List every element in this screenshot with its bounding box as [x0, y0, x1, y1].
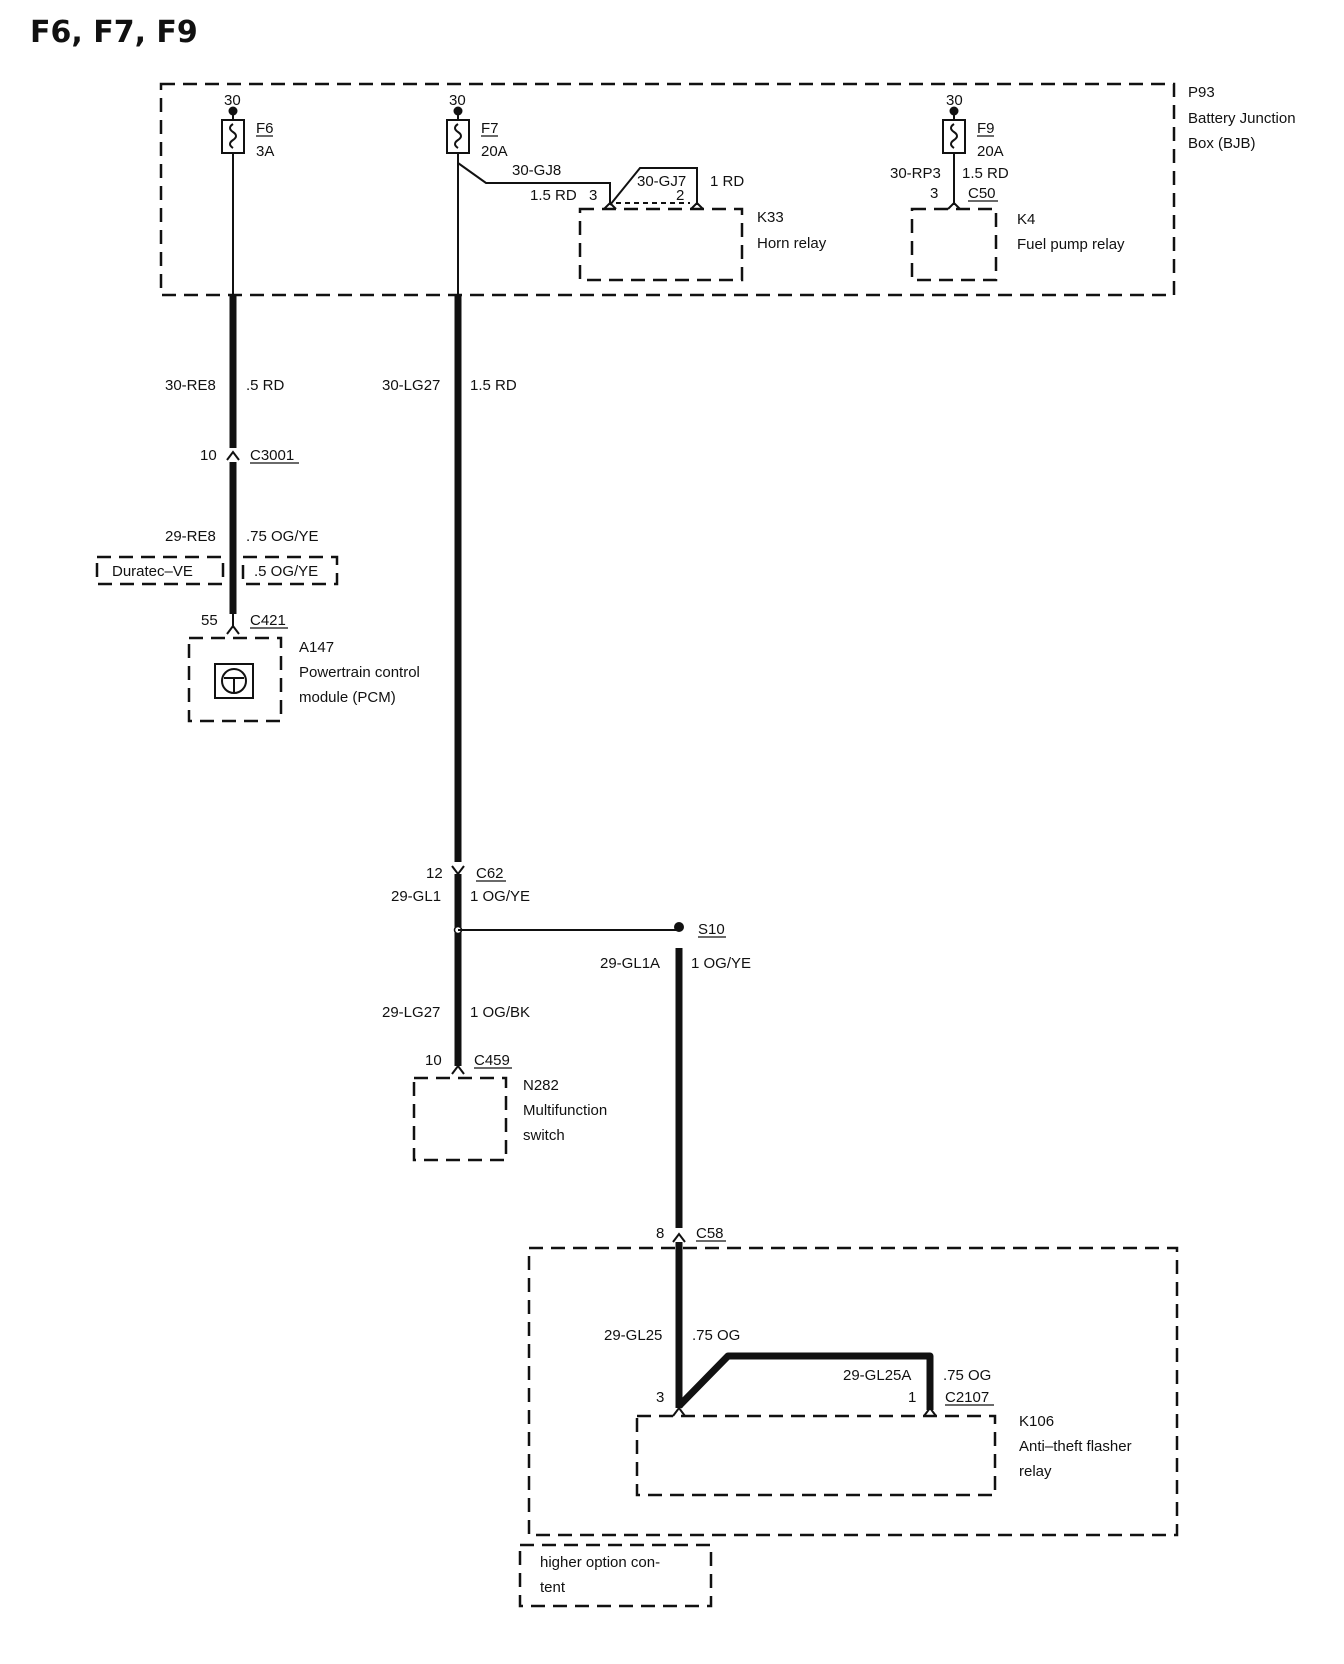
fuse-f7-rating: 20A	[481, 143, 508, 160]
pcm-module-id: A147	[299, 639, 334, 656]
splice-s10: S10	[698, 921, 725, 938]
horn-wire-in: 30-GJ8	[512, 162, 561, 179]
pcm-connector: C421	[250, 612, 286, 629]
flasher-wire1-spec: 1 OG/YE	[691, 955, 751, 972]
fuel-pump-connector: C50	[968, 185, 996, 202]
flasher-relay-conn: C2107	[945, 1389, 989, 1406]
horn-wire-out-spec: 1 RD	[710, 173, 744, 190]
horn-relay-id: K33	[757, 209, 784, 226]
flasher-wire3: 29-GL25A	[843, 1367, 911, 1384]
flasher-conn-pin: 8	[656, 1225, 664, 1242]
bjb-name-line1: Battery Junction	[1188, 110, 1296, 127]
f7-conn: C62	[476, 865, 504, 882]
horn-relay-box	[578, 207, 744, 282]
fuse-f9-terminal: 30	[946, 92, 963, 109]
f7-conn-pin: 12	[426, 865, 443, 882]
pcm-module-box	[187, 636, 283, 723]
pcm-branch: 30-RE8 .5 RD 10 C3001 29-RE8 .75 OG/YE D…	[95, 295, 339, 635]
f7-wire2: 29-GL1	[391, 888, 441, 905]
fuel-pump-wire-spec: 1.5 RD	[962, 165, 1009, 182]
horn-relay-name: Horn relay	[757, 235, 827, 252]
flasher-relay-line2: relay	[1019, 1463, 1052, 1480]
flasher-relay-line1: Anti–theft flasher	[1019, 1438, 1132, 1455]
horn-wire-out: 30-GJ7	[637, 173, 686, 190]
pcm-module-line1: Powertrain control	[299, 664, 420, 681]
fuse-f7-terminal: 30	[449, 92, 466, 109]
pcm-pin: 55	[201, 612, 218, 629]
switch-conn: C459	[474, 1052, 510, 1069]
flasher-wire2: 29-GL25	[604, 1327, 662, 1344]
diagram-title: F6, F7, F9	[30, 15, 198, 50]
pcm-conn1-pin: 10	[200, 447, 217, 464]
horn-pin-in: 3	[589, 187, 597, 204]
fuse-f6-terminal: 30	[224, 92, 241, 109]
flasher-pin-b: 1	[908, 1389, 916, 1406]
fuse-f6-id: F6	[256, 120, 274, 137]
fuse-f9-id: F9	[977, 120, 995, 137]
bjb-id: P93	[1188, 84, 1215, 101]
f7-wire2-spec: 1 OG/YE	[470, 888, 530, 905]
f7-wire1-spec: 1.5 RD	[470, 377, 517, 394]
bjb-name-line2: Box (BJB)	[1188, 135, 1256, 152]
flasher-conn: C58	[696, 1225, 724, 1242]
option-content-box	[527, 1246, 1179, 1537]
pcm-wire2: 29-RE8	[165, 528, 216, 545]
option-note-line2: tent	[540, 1579, 566, 1596]
horn-wire-in-spec: 1.5 RD	[530, 187, 577, 204]
pcm-conn1: C3001	[250, 447, 294, 464]
switch-box	[412, 1076, 508, 1162]
fuse-f9: 30 F9 20A 30-RP3 1.5 RD 3 C50	[890, 92, 1009, 210]
flasher-wire1: 29-GL1A	[600, 955, 660, 972]
flasher-relay-box	[635, 1414, 997, 1497]
fuse-f9-rating: 20A	[977, 143, 1004, 160]
option-note-line1: higher option con-	[540, 1554, 660, 1571]
f7-wire3: 29-LG27	[382, 1004, 440, 1021]
fuel-pump-wire: 30-RP3	[890, 165, 941, 182]
f7-branch: 30-LG27 1.5 RD 12 C62 29-GL1 1 OG/YE S10…	[382, 295, 726, 1075]
flasher-pin-a: 3	[656, 1389, 664, 1406]
fuel-pump-relay-id: K4	[1017, 211, 1035, 228]
pcm-wire1: 30-RE8	[165, 377, 216, 394]
pcm-variant: Duratec–VE	[112, 563, 193, 580]
fuel-pump-relay-box	[910, 207, 998, 282]
pcm-wire1-spec: .5 RD	[246, 377, 285, 394]
switch-id: N282	[523, 1077, 559, 1094]
fuel-pump-relay-name: Fuel pump relay	[1017, 236, 1125, 253]
fuse-f7: 30 F7 20A	[446, 92, 508, 295]
fuse-f6: 30 F6 3A	[221, 92, 274, 295]
flasher-branch: 29-GL1A 1 OG/YE 8 C58 29-GL25 .75 OG 29-…	[600, 948, 994, 1417]
option-note-box	[518, 1543, 713, 1608]
switch-line1: Multifunction	[523, 1102, 607, 1119]
fuse-f6-rating: 3A	[256, 143, 274, 160]
pcm-variant-spec: .5 OG/YE	[254, 563, 318, 580]
flasher-relay-id: K106	[1019, 1413, 1054, 1430]
switch-line2: switch	[523, 1127, 565, 1144]
horn-relay-wiring: 30-GJ8 1.5 RD 3 30-GJ7 1 RD 2	[457, 162, 744, 210]
f7-wire1: 30-LG27	[382, 377, 440, 394]
fuse-f7-id: F7	[481, 120, 499, 137]
bjb-box	[159, 82, 1176, 297]
flasher-wire2-spec: .75 OG	[692, 1327, 740, 1344]
switch-pin: 10	[425, 1052, 442, 1069]
fuel-pump-pin: 3	[930, 185, 938, 202]
flasher-wire3-spec: .75 OG	[943, 1367, 991, 1384]
f7-wire3-spec: 1 OG/BK	[470, 1004, 530, 1021]
pcm-module-icon	[214, 663, 254, 699]
horn-pin-out: 2	[676, 187, 684, 204]
pcm-module-line2: module (PCM)	[299, 689, 396, 706]
pcm-wire2-spec: .75 OG/YE	[246, 528, 319, 545]
